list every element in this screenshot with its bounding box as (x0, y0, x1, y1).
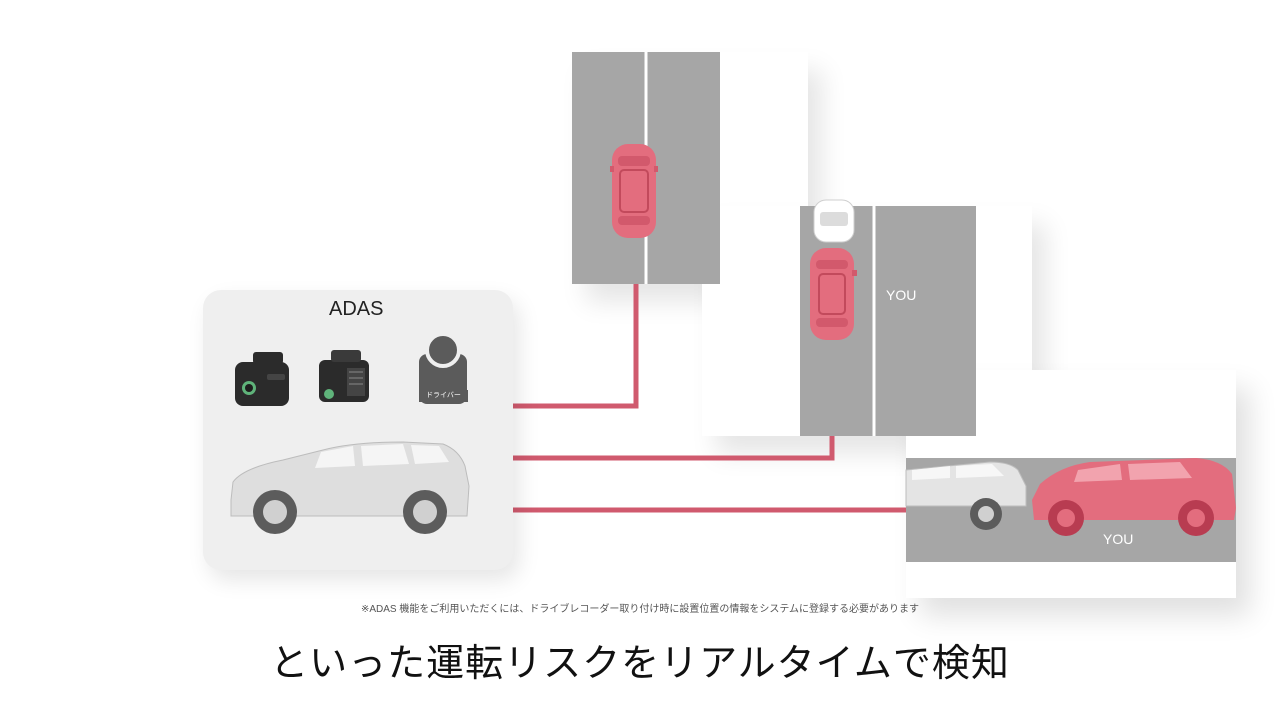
adas-title: ADAS (329, 298, 384, 320)
you-label-side: YOU (1103, 531, 1134, 547)
red-suv-side-icon (1032, 458, 1236, 536)
white-suv-icon (230, 441, 470, 534)
disclaimer-note: ※ADAS 機能をご利用いただくには、ドライブレコーダー取り付け時に設置位置の情… (360, 604, 920, 615)
subtitle-caption: といった運転リスクをリアルタイムで検知 (270, 641, 1010, 685)
dashcam-front-icon (235, 352, 289, 406)
red-car-mid-icon (810, 248, 857, 340)
connector-lines (513, 284, 906, 513)
white-suv-side-icon (905, 461, 1027, 530)
adas-card-graphics (230, 332, 470, 534)
you-label-mid: YOU (886, 287, 917, 303)
dashcam-rear-icon (319, 350, 369, 402)
white-car-ahead-icon (813, 199, 855, 243)
adas-card (203, 290, 513, 570)
red-car-top-icon (610, 144, 658, 238)
driver-label: ドライバー (419, 390, 468, 402)
